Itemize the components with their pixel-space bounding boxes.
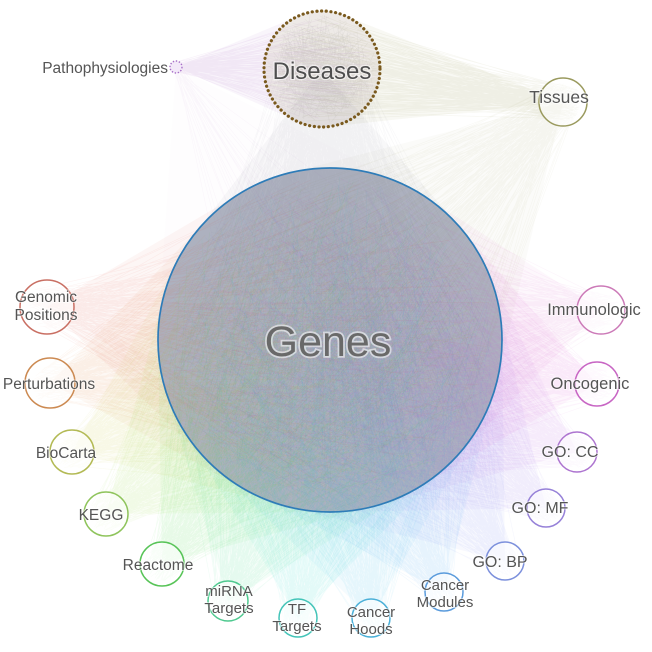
edge-bundle-pathophysiologies-genes [171,62,452,484]
node-biocarta[interactable] [49,429,95,475]
label-cancer-modules-line1: Cancer [421,577,469,594]
edge-bundle-cancer-modules-genes [172,184,491,607]
label-tf-targets-line1: TF [288,601,306,618]
edge-bundle-immunologic-genes [183,178,620,489]
node-mirna-targets[interactable] [207,580,249,622]
node-immunologic[interactable] [576,285,626,335]
node-perturbations[interactable] [24,357,76,409]
nodes-layer [19,9,626,638]
edge-cone-go-bp-genes [158,168,505,561]
edge-cone-kegg-genes [106,168,502,514]
label-kegg: KEGG [79,507,124,524]
edge-cone-diseases-genes [158,69,503,513]
edge-bundle-pathophysiologies-diseases [171,16,375,119]
label-immunologic: Immunologic [547,301,641,319]
label-pathophysiologies: Pathophysiologies [42,60,168,77]
node-tf-targets[interactable] [278,598,318,638]
node-kegg[interactable] [83,491,129,537]
edge-bundle-diseases-genes [168,24,489,497]
label-mirna-targets-line2: Targets [204,600,253,617]
edge-cone-pathophysiologies-diseases [176,11,381,128]
node-pathophysiologies[interactable] [169,60,183,74]
edge-bundle-genomic-positions-genes [26,179,489,502]
edge-bundle-tissues-genes [176,82,582,501]
edge-cone-genomic-positions-genes [47,168,502,513]
edge-cone-oncogenic-genes [158,168,597,513]
edge-cone-cancer-hoods-genes [157,167,502,618]
edge-bundle-biocarta-genes [54,182,491,496]
diseases-circle-fill [264,11,380,127]
label-go-cc: GO: CC [542,444,599,461]
node-go-bp[interactable] [485,541,525,581]
node-go-cc[interactable] [556,431,598,473]
label-cancer-modules-line2: Modules [417,594,474,611]
edges-layer [26,11,620,633]
label-mirna-targets-line1: miRNA [205,583,253,600]
label-go-mf: GO: MF [512,500,569,517]
label-genomic-positions-line2: Positions [15,307,78,324]
edge-bundle-go-cc-genes [174,187,592,487]
edge-cone-cancer-modules-genes [157,168,502,592]
edge-bundle-cancer-hoods-genes [191,184,492,633]
edge-cone-go-cc-genes [158,168,578,513]
edge-bundle-go-bp-genes [171,185,520,576]
label-tf-targets-line2: Targets [272,618,321,635]
node-diseases[interactable] [262,9,382,129]
genes-circle-fill [158,168,502,512]
edge-cone-biocarta-genes [72,167,502,512]
node-oncogenic[interactable] [574,361,620,407]
edge-bundle-diseases-diseases [267,14,377,123]
edge-bundle-tf-targets-genes [180,177,476,633]
node-reactome[interactable] [139,541,185,587]
label-genes: Genes [265,318,392,366]
label-biocarta: BioCarta [36,445,97,462]
edge-bundle-mirna-targets-genes [168,179,477,616]
label-go-bp: GO: BP [472,554,527,571]
node-genomic-positions[interactable] [19,279,75,335]
edge-bundle-kegg-genes [90,187,489,531]
label-cancer-hoods-line1: Cancer [347,604,395,621]
node-cancer-modules[interactable] [424,572,464,612]
edge-bundle-go-mf-genes [168,180,561,522]
edge-bundle-oncogenic-genes [172,200,614,491]
edge-cone-mirna-targets-genes [158,168,503,601]
label-perturbations: Perturbations [3,376,95,393]
edge-bundle-reactome-genes [144,181,483,582]
label-oncogenic: Oncogenic [551,375,630,393]
edge-cone-perturbations-genes [50,167,503,512]
edge-cone-go-mf-genes [158,168,546,513]
node-tissues[interactable] [538,77,588,127]
edge-bundle-tissues-diseases [269,15,580,122]
label-reactome: Reactome [123,557,194,574]
label-cancer-hoods-line2: Hoods [349,621,392,638]
label-diseases: Diseases [273,58,372,85]
node-go-mf[interactable] [526,488,566,528]
node-cancer-hoods[interactable] [351,598,391,638]
labels-layer: Pathophysiologies Diseases Tissues Genes… [2,57,642,639]
base-fills-layer [158,11,502,512]
edge-cone-tissues-diseases [263,11,563,128]
edge-cone-reactome-genes [157,168,502,564]
edge-bundle-perturbations-genes [31,182,485,492]
edge-cone-tf-targets-genes [157,167,502,619]
node-genes[interactable] [157,167,503,513]
label-tissues: Tissues [529,87,589,107]
edge-cone-immunologic-genes [158,167,601,512]
label-genomic-positions-line1: Genomic [15,289,77,306]
